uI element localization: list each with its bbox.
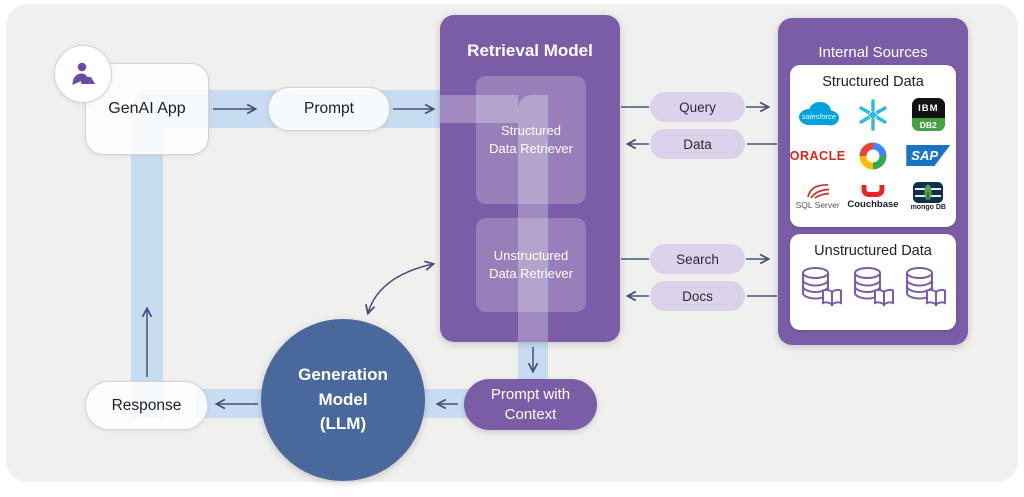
persona-circle — [54, 45, 112, 103]
unstructured-data-retriever-box: Unstructured Data Retriever — [476, 218, 586, 312]
snowflake-icon — [859, 98, 887, 131]
couchbase-wordmark: Couchbase — [847, 199, 899, 210]
docs-pill: Docs — [650, 281, 745, 311]
person-laptop-icon — [72, 62, 95, 85]
response-label: Response — [111, 396, 182, 414]
data-pill: Data — [650, 129, 745, 159]
data-label: Data — [683, 136, 712, 152]
database-docs-icon — [802, 267, 842, 307]
logo-sql-server: SQL Server — [790, 176, 845, 217]
unstructured-data-retriever-label: Unstructured Data Retriever — [489, 248, 573, 281]
database-docs-icon — [906, 267, 946, 307]
unstructured-data-card: Unstructured Data — [790, 234, 956, 330]
mongodb-leaf-icon — [924, 184, 932, 201]
genai-app-label: GenAI App — [108, 100, 186, 117]
structured-data-logo-grid: salesforce — [790, 94, 956, 217]
internal-sources-box: Internal Sources Structured Data salesfo… — [778, 18, 968, 345]
retrieval-model-title: Retrieval Model — [467, 41, 593, 60]
response-pill: Response — [85, 381, 208, 430]
structured-data-card: Structured Data salesforce — [790, 65, 956, 227]
sql-server-icon — [806, 184, 829, 199]
generation-model-label: Generation Model (LLM) — [298, 365, 388, 434]
logo-sap: SAP — [901, 135, 956, 176]
logo-ibm-db2: IBM DB2 — [901, 94, 956, 135]
unstructured-data-icons — [790, 265, 956, 309]
prompt-pill: Prompt — [268, 87, 390, 131]
prompt-with-context-box: Prompt with Context — [464, 379, 597, 430]
band-inside-retrieval-vertical — [518, 95, 548, 342]
oracle-wordmark: ORACLE — [789, 148, 846, 163]
search-pill: Search — [650, 244, 745, 274]
internal-sources-title: Internal Sources — [818, 44, 928, 61]
sap-wordmark: SAP — [906, 145, 951, 166]
database-docs-icon — [854, 267, 894, 307]
google-cloud-icon — [859, 142, 887, 169]
logo-couchbase: Couchbase — [845, 176, 900, 217]
structured-data-retriever-label: Structured Data Retriever — [489, 123, 573, 156]
band-inside-retrieval-horizontal — [440, 95, 518, 123]
logo-google-cloud — [845, 135, 900, 176]
salesforce-wordmark: salesforce — [802, 112, 836, 121]
unstructured-data-title: Unstructured Data — [814, 243, 932, 259]
query-label: Query — [679, 99, 716, 115]
mongodb-wordmark: mongo DB — [910, 204, 946, 211]
structured-data-title: Structured Data — [822, 74, 924, 90]
sql-server-wordmark: SQL Server — [795, 200, 840, 210]
logo-salesforce: salesforce — [790, 94, 845, 135]
docs-label: Docs — [682, 288, 713, 304]
search-label: Search — [676, 251, 719, 267]
logo-oracle: ORACLE — [790, 135, 845, 176]
logo-snowflake — [845, 94, 900, 135]
generation-model-circle: Generation Model (LLM) — [261, 319, 425, 481]
db2-wordmark: DB2 — [911, 118, 945, 131]
logo-mongodb: mongo DB — [901, 176, 956, 217]
mongodb-icon — [913, 182, 944, 203]
ibm-db2-badge: IBM DB2 — [911, 98, 945, 131]
prompt-with-context-label: Prompt with Context — [490, 386, 571, 423]
retrieval-model-box: Retrieval Model Structured Data Retrieve… — [440, 15, 620, 342]
salesforce-cloud-icon: salesforce — [798, 101, 839, 125]
query-pill: Query — [650, 92, 745, 122]
structured-data-retriever-box: Structured Data Retriever — [476, 76, 586, 204]
couchbase-icon — [861, 185, 885, 197]
ibm-wordmark: IBM — [918, 102, 939, 114]
prompt-label: Prompt — [304, 100, 354, 117]
